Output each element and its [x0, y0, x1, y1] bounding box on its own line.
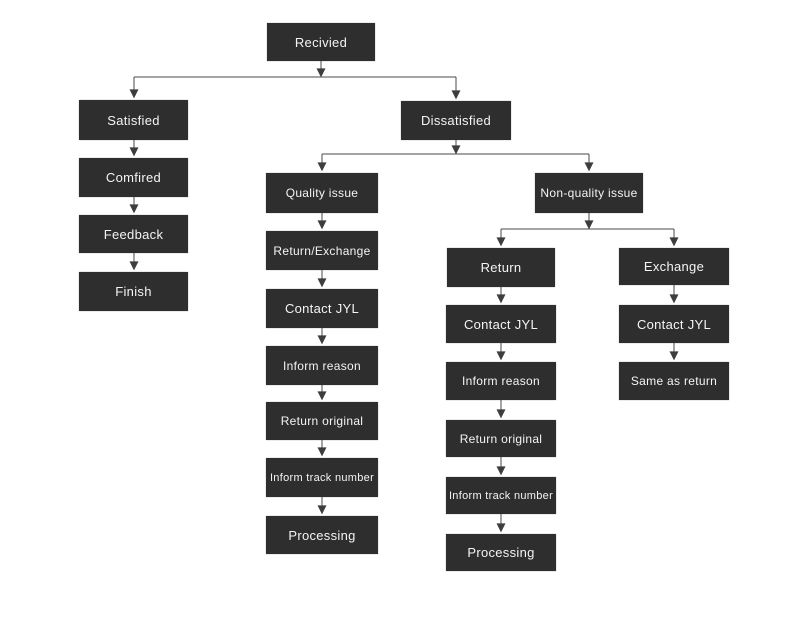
node-return-contact-jyl: Contact JYL	[446, 305, 556, 343]
node-exchange-contact-jyl: Contact JYL	[619, 305, 729, 343]
node-same-as-return: Same as return	[619, 362, 729, 400]
node-received: Recivied	[267, 23, 375, 61]
node-return-exchange: Return/Exchange	[266, 231, 378, 270]
node-quality-inform-reason: Inform reason	[266, 346, 378, 385]
node-quality-inform-track-number: Inform track number	[266, 458, 378, 497]
node-return: Return	[447, 248, 555, 287]
node-non-quality-issue: Non-quality issue	[535, 173, 643, 213]
node-exchange: Exchange	[619, 248, 729, 285]
node-quality-processing: Processing	[266, 516, 378, 554]
node-finish: Finish	[79, 272, 188, 311]
node-return-inform-track-number: Inform track number	[446, 477, 556, 514]
node-return-processing: Processing	[446, 534, 556, 571]
node-return-return-original: Return original	[446, 420, 556, 457]
node-quality-return-original: Return original	[266, 402, 378, 440]
node-return-inform-reason: Inform reason	[446, 362, 556, 400]
node-feedback: Feedback	[79, 215, 188, 253]
node-confirmed: Comfired	[79, 158, 188, 197]
node-dissatisfied: Dissatisfied	[401, 101, 511, 140]
node-quality-contact-jyl: Contact JYL	[266, 289, 378, 328]
node-quality-issue: Quality issue	[266, 173, 378, 213]
node-satisfied: Satisfied	[79, 100, 188, 140]
